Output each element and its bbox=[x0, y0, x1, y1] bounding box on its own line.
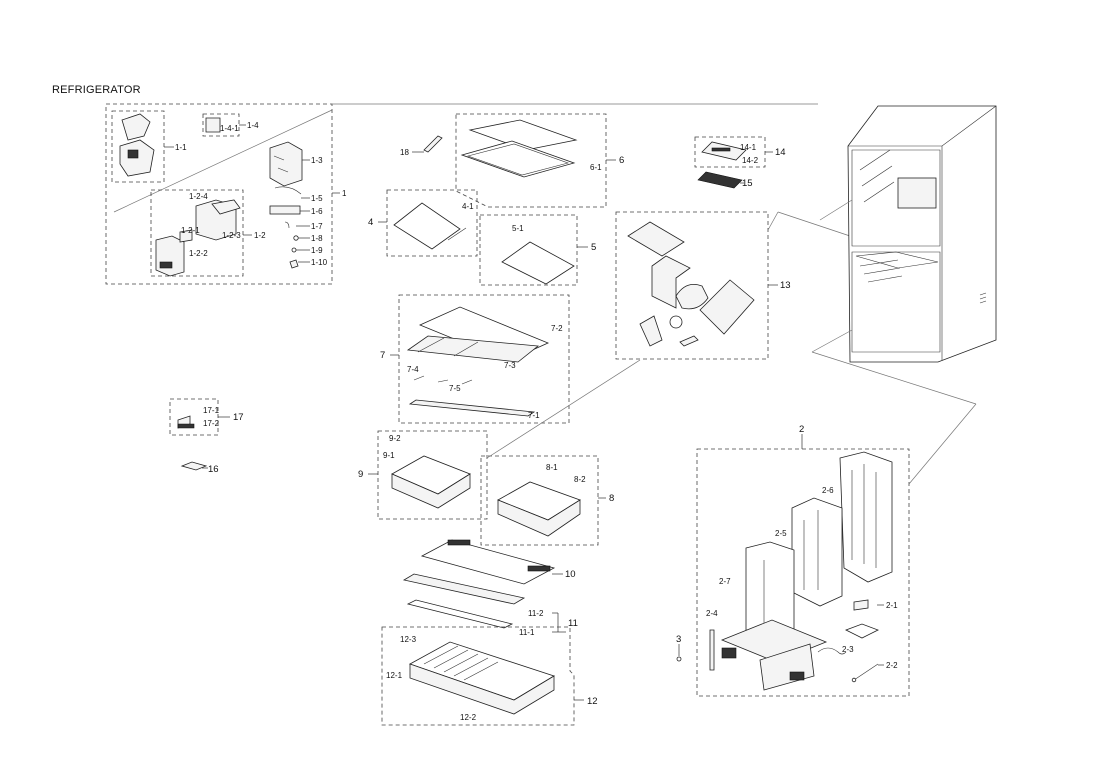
label-2-2: 2-2 bbox=[886, 661, 898, 670]
group-1-icemaker bbox=[105, 103, 818, 285]
label-1-2-3: 1-2-3 bbox=[222, 231, 241, 240]
label-1-4: 1-4 bbox=[247, 121, 259, 130]
label-9: 9 bbox=[358, 469, 363, 480]
label-11-1: 11-1 bbox=[519, 628, 535, 637]
label-3: 3 bbox=[676, 634, 681, 645]
label-1-5: 1-5 bbox=[311, 194, 323, 203]
group-10-11-covers bbox=[402, 539, 566, 633]
label-7: 7 bbox=[380, 350, 385, 361]
label-1-2-2: 1-2-2 bbox=[189, 249, 208, 258]
label-1-3: 1-3 bbox=[311, 156, 323, 165]
group-17-16 bbox=[169, 398, 230, 471]
group-13-fan-assembly bbox=[615, 211, 851, 360]
label-7-2: 7-2 bbox=[551, 324, 563, 333]
label-16: 16 bbox=[208, 464, 219, 475]
label-7-3: 7-3 bbox=[504, 361, 516, 370]
label-8-2: 8-2 bbox=[574, 475, 586, 484]
label-4-1: 4-1 bbox=[462, 202, 474, 211]
label-12-2: 12-2 bbox=[460, 713, 477, 722]
diagram-title: REFRIGERATOR bbox=[52, 84, 141, 96]
group-4-5-shelves bbox=[378, 189, 588, 286]
label-1-4-1: 1-4-1 bbox=[220, 124, 239, 133]
label-8-1: 8-1 bbox=[546, 463, 558, 472]
label-10: 10 bbox=[565, 569, 576, 580]
label-11: 11 bbox=[568, 618, 578, 629]
label-5: 5 bbox=[591, 242, 596, 253]
label-13: 13 bbox=[780, 280, 791, 291]
label-2-7: 2-7 bbox=[719, 577, 731, 586]
refrigerator-cabinet bbox=[811, 105, 997, 405]
label-1-9: 1-9 bbox=[311, 246, 323, 255]
label-9-2: 9-2 bbox=[389, 434, 401, 443]
label-2-1: 2-1 bbox=[886, 601, 898, 610]
group-2-ducts bbox=[696, 403, 977, 697]
label-1-6: 1-6 bbox=[311, 207, 323, 216]
label-7-4: 7-4 bbox=[407, 365, 419, 374]
group-9-8-drawers bbox=[368, 359, 641, 546]
label-17: 17 bbox=[233, 412, 244, 423]
label-12-3: 12-3 bbox=[400, 635, 417, 644]
label-2-3: 2-3 bbox=[842, 645, 854, 654]
label-1-2-1: 1-2-1 bbox=[181, 226, 200, 235]
group-7-crisper-cover bbox=[390, 294, 570, 424]
label-6-1: 6-1 bbox=[590, 163, 602, 172]
label-1-7: 1-7 bbox=[311, 222, 323, 231]
label-17-2: 17-2 bbox=[203, 419, 220, 428]
label-2-4: 2-4 bbox=[706, 609, 718, 618]
group-14-15-filter bbox=[694, 136, 773, 189]
label-1-1: 1-1 bbox=[175, 143, 187, 152]
label-4: 4 bbox=[368, 217, 373, 228]
label-15: 15 bbox=[742, 178, 753, 189]
label-7-5: 7-5 bbox=[449, 384, 461, 393]
label-12: 12 bbox=[587, 696, 598, 707]
label-18: 18 bbox=[400, 148, 409, 157]
label-14-1: 14-1 bbox=[740, 143, 757, 152]
label-7-1: 7-1 bbox=[528, 411, 540, 420]
group-12-freezer-drawer bbox=[381, 626, 584, 726]
label-2-5: 2-5 bbox=[775, 529, 787, 538]
label-12-1: 12-1 bbox=[386, 671, 403, 680]
label-6: 6 bbox=[619, 155, 624, 166]
part-3-screw bbox=[676, 644, 682, 662]
label-1-2-4: 1-2-4 bbox=[189, 192, 208, 201]
label-8: 8 bbox=[609, 493, 614, 504]
label-1-2: 1-2 bbox=[254, 231, 266, 240]
label-17-1: 17-1 bbox=[203, 406, 220, 415]
label-14-2: 14-2 bbox=[742, 156, 759, 165]
label-1: 1 bbox=[342, 189, 347, 198]
label-1-10: 1-10 bbox=[311, 258, 328, 267]
label-14: 14 bbox=[775, 147, 786, 158]
label-2-6: 2-6 bbox=[822, 486, 834, 495]
label-2: 2 bbox=[799, 424, 804, 435]
label-1-8: 1-8 bbox=[311, 234, 323, 243]
label-5-1: 5-1 bbox=[512, 224, 524, 233]
label-11-2: 11-2 bbox=[528, 609, 544, 618]
group-6-top-shelf bbox=[412, 113, 616, 208]
label-9-1: 9-1 bbox=[383, 451, 395, 460]
